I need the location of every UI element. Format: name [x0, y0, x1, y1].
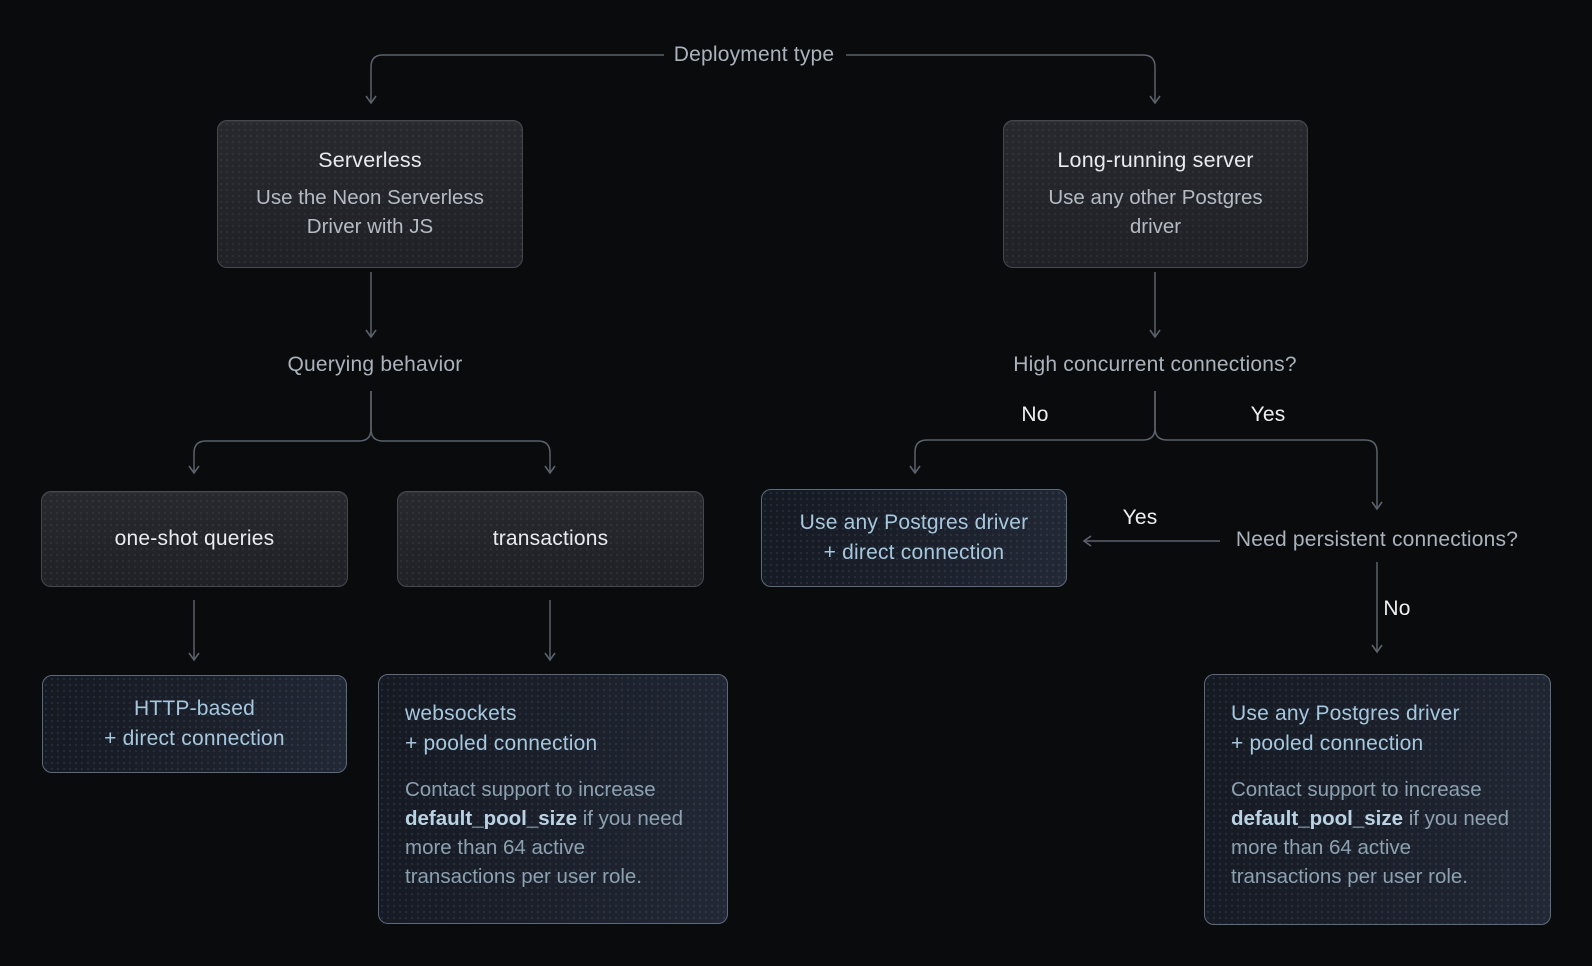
websockets-line: websockets: [405, 702, 517, 725]
serverless-title: Serverless: [318, 147, 422, 172]
edge-highconcurrent-no: [909, 391, 1156, 475]
edge-label-persistent-no: No: [1383, 597, 1411, 620]
note-prefix: Contact support to increase: [1231, 778, 1482, 801]
edge-root-to-longrunning: [846, 54, 1161, 105]
direct-driver-line: Use any Postgres driver: [799, 511, 1029, 534]
http-based-text: HTTP-based + direct connection: [104, 694, 285, 754]
node-one-shot-queries: one-shot queries: [41, 491, 348, 587]
edge-label-no: No: [1021, 403, 1049, 426]
node-websockets: websockets + pooled connection Contact s…: [378, 674, 728, 924]
note-code-default-pool-size: default_pool_size: [1231, 807, 1404, 830]
need-persistent-label: Need persistent connections?: [1235, 528, 1519, 551]
note-code-default-pool-size: default_pool_size: [405, 807, 578, 830]
edge-querying-to-transactions: [370, 391, 556, 475]
edge-querying-to-oneshot: [188, 391, 372, 475]
node-pooled-driver: Use any Postgres driver + pooled connect…: [1204, 674, 1551, 925]
edge-label-persistent-yes: Yes: [1122, 506, 1158, 529]
node-direct-driver: Use any Postgres driver + direct connect…: [761, 489, 1067, 587]
node-transactions: transactions: [397, 491, 704, 587]
long-running-subtitle-line: Use any other Postgres: [1048, 185, 1263, 209]
long-running-title: Long-running server: [1057, 147, 1254, 172]
serverless-subtitle-line: Use the Neon Serverless: [256, 185, 484, 209]
pooled-driver-line: Use any Postgres driver: [1231, 702, 1460, 725]
node-http-based: HTTP-based + direct connection: [42, 675, 347, 773]
edge-root-to-serverless: [365, 54, 664, 105]
one-shot-label: one-shot queries: [114, 527, 275, 550]
note-prefix: Contact support to increase: [405, 778, 656, 801]
pooled-support-note: Contact support to increase default_pool…: [1231, 775, 1524, 891]
http-based-line: HTTP-based: [133, 697, 256, 720]
websockets-line: + pooled connection: [405, 732, 598, 755]
edge-highconcurrent-yes: [1154, 391, 1383, 511]
http-based-line: + direct connection: [104, 727, 285, 750]
edge-label-yes: Yes: [1250, 403, 1286, 426]
websockets-text: websockets + pooled connection: [405, 699, 701, 759]
direct-driver-line: + direct connection: [823, 541, 1005, 564]
pooled-driver-text: Use any Postgres driver + pooled connect…: [1231, 699, 1524, 759]
long-running-subtitle: Use any other Postgres driver: [1048, 183, 1262, 241]
direct-driver-text: Use any Postgres driver + direct connect…: [800, 508, 1029, 568]
serverless-subtitle-line: Driver with JS: [306, 214, 434, 238]
high-concurrent-label: High concurrent connections?: [1013, 353, 1297, 376]
pooled-driver-line: + pooled connection: [1231, 732, 1424, 755]
transactions-label: transactions: [492, 527, 609, 550]
node-long-running: Long-running server Use any other Postgr…: [1003, 120, 1308, 268]
root-label: Deployment type: [673, 43, 835, 66]
note-suffix: if you need more than 64 active transact…: [405, 807, 684, 888]
note-suffix: if you need more than 64 active transact…: [1231, 807, 1510, 888]
websockets-support-note: Contact support to increase default_pool…: [405, 775, 701, 891]
querying-behavior-label: Querying behavior: [287, 353, 463, 376]
serverless-subtitle: Use the Neon Serverless Driver with JS: [256, 183, 484, 241]
node-serverless: Serverless Use the Neon Serverless Drive…: [217, 120, 523, 268]
long-running-subtitle-line: driver: [1129, 214, 1182, 238]
